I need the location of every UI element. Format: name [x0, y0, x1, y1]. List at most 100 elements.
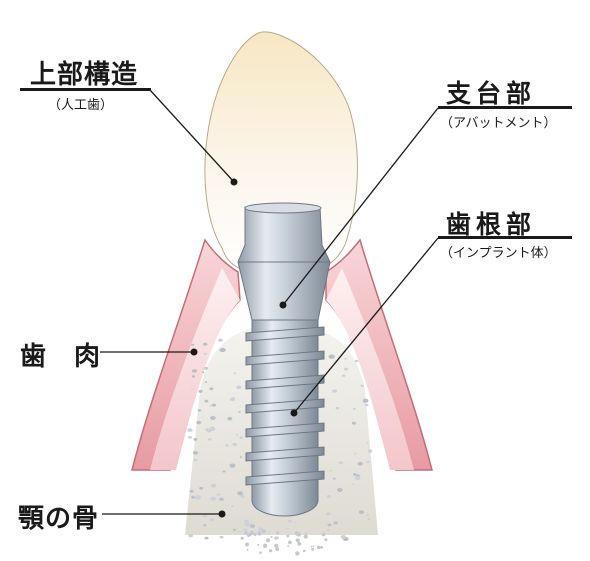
bone-speck — [231, 505, 234, 508]
bone-speck — [240, 536, 244, 540]
bone-speck — [209, 404, 212, 407]
bone-speck — [354, 476, 361, 481]
bone-speck — [351, 421, 356, 425]
bone-speck — [364, 403, 369, 407]
bone-speck — [245, 542, 250, 547]
bone-speck — [232, 442, 238, 446]
implant-fixture — [245, 319, 325, 517]
implant-thread — [245, 470, 325, 486]
bone-speck — [295, 551, 299, 555]
bone-speck — [189, 489, 194, 493]
bone-speck — [354, 359, 359, 363]
bone-speck — [343, 367, 349, 371]
bone-speck — [329, 469, 332, 472]
bone-speck — [352, 407, 356, 410]
bone-speck — [191, 495, 196, 499]
bone-speck — [238, 411, 241, 413]
bone-speck — [362, 398, 369, 403]
leader-dots — [190, 178, 298, 518]
abutment-label-rule — [438, 106, 572, 109]
bone-speck — [198, 389, 203, 393]
bone-speck — [286, 534, 290, 538]
bone-speck — [297, 532, 301, 537]
bone-speck — [201, 371, 205, 374]
bone-speck — [354, 452, 357, 455]
bone-speck — [249, 524, 256, 528]
bone-speck — [211, 403, 217, 407]
implant-thread — [245, 398, 325, 414]
bone-speck — [202, 342, 208, 346]
bone-speck — [191, 375, 195, 378]
bone-speck — [239, 436, 243, 439]
bone-speck — [188, 436, 192, 439]
bone-speck — [210, 416, 216, 420]
leader-lines — [100, 89, 439, 515]
bone-speck — [209, 518, 215, 522]
bone-speck — [270, 536, 273, 538]
bone-speck — [229, 397, 236, 402]
bone-speck — [203, 367, 207, 370]
bone-speck — [210, 483, 217, 488]
bone-speck — [358, 510, 365, 514]
bone-speck — [367, 449, 373, 453]
bone-speck — [286, 527, 289, 530]
bone-speck — [326, 495, 331, 498]
bone-speck — [210, 496, 217, 501]
bone-speck — [233, 372, 237, 375]
bone-speck — [353, 473, 357, 476]
abutment-label: 支台部 — [446, 79, 537, 108]
bone-speck — [297, 541, 302, 546]
bone-speck — [287, 545, 290, 548]
bone-speck — [312, 545, 315, 547]
bone-speck — [320, 545, 323, 549]
implant-thread — [245, 350, 325, 366]
bone-speck — [257, 543, 260, 546]
bone-speck — [209, 387, 214, 391]
bone-speck — [269, 549, 273, 553]
bone-speck — [225, 444, 229, 447]
bone-speck — [357, 461, 363, 466]
bone-speck — [240, 494, 246, 498]
bone-speck — [218, 338, 223, 342]
bone-speck — [321, 532, 326, 537]
bone-speck — [325, 512, 331, 516]
abutment-post — [237, 202, 331, 321]
bone-speck — [205, 428, 209, 431]
bone-speck — [328, 354, 335, 359]
fixture-sublabel: （インプラント体） — [440, 246, 557, 261]
bone-speck — [194, 495, 202, 500]
crown-sublabel: （人工歯） — [48, 98, 114, 113]
bone-speck — [253, 533, 257, 536]
bone-speck — [244, 522, 251, 527]
bone-speck — [191, 388, 194, 390]
bone-speck — [352, 483, 355, 486]
bone-speck — [222, 470, 226, 473]
bone-speck — [235, 434, 239, 436]
bone-speck — [294, 522, 297, 524]
bone-speck — [244, 531, 248, 535]
bone-speck — [257, 531, 262, 536]
crown-label: 上部構造 — [30, 60, 139, 90]
implant-thread — [245, 446, 325, 462]
bone-speck — [203, 524, 207, 527]
bone-speck — [276, 531, 280, 535]
bone-speck — [227, 416, 233, 421]
bone-speck — [229, 463, 236, 468]
bone-speck — [324, 538, 328, 542]
bone-speck — [191, 369, 198, 373]
bone-speck — [337, 488, 343, 492]
bone-speck — [333, 521, 338, 525]
bone-speck — [335, 406, 340, 410]
bone-speck — [332, 477, 336, 480]
bone-speck — [237, 491, 243, 496]
fixture-label-rule — [438, 236, 572, 239]
bone-speck — [303, 534, 308, 539]
bone-speck — [332, 389, 337, 393]
bone-speck — [191, 343, 195, 346]
bone-speck — [249, 532, 253, 536]
bone-speck — [259, 551, 262, 554]
implant-thread — [245, 422, 325, 438]
bone-speck — [246, 548, 249, 551]
bone-speck — [204, 536, 209, 540]
gum-label: 歯 肉 — [20, 342, 102, 372]
